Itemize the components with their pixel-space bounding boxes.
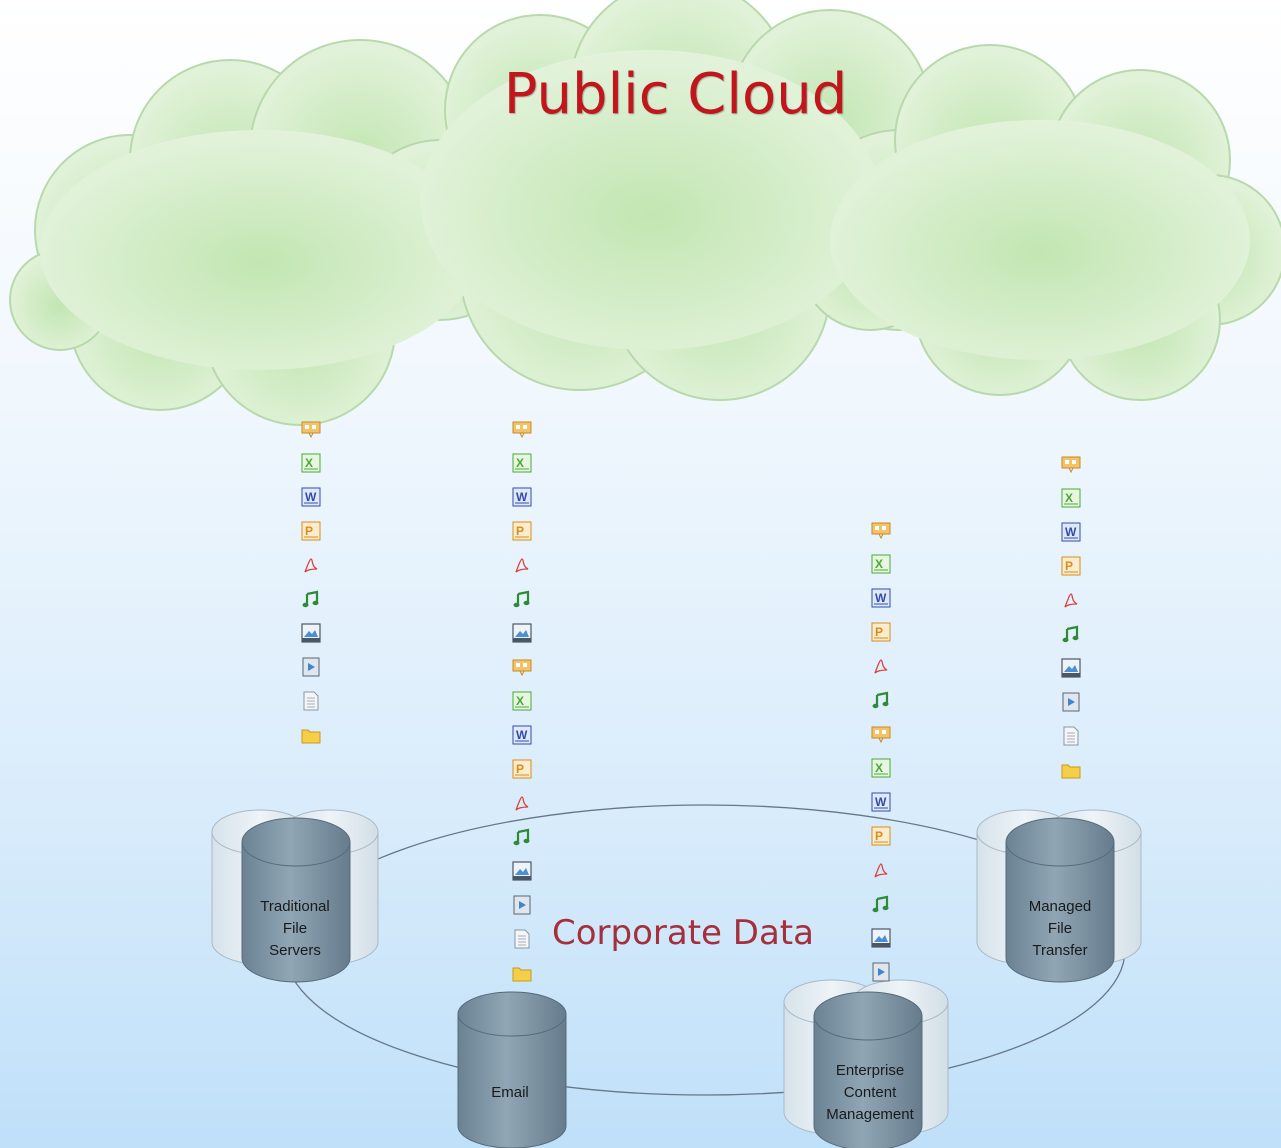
word-icon: W [871,792,891,812]
excel-icon: X [871,758,891,778]
publisher-icon: P [1061,556,1081,576]
image-icon [301,623,321,643]
excel-icon: X [871,554,891,574]
text-file-icon [1063,726,1079,746]
text-file-icon [303,691,319,711]
presentation-icon [871,726,891,744]
excel-icon: X [1061,488,1081,508]
repo-label-line: Transfer [1032,942,1088,959]
repo-label-file-servers: Traditional File Servers [245,896,345,962]
publisher-icon: P [301,521,321,541]
excel-icon: X [512,691,532,711]
svg-text:W: W [305,490,317,504]
pdf-icon [304,558,318,573]
folder-icon [301,729,321,744]
excel-icon: X [301,453,321,473]
text-file-icon [514,929,530,949]
publisher-icon: P [871,622,891,642]
svg-text:W: W [875,591,887,605]
repo-label-line: Management [826,1106,914,1123]
svg-text:W: W [516,728,528,742]
repo-label-line: Managed [1028,898,1092,915]
video-icon [872,962,890,982]
svg-text:P: P [516,762,524,776]
image-icon [512,623,532,643]
folder-icon [1061,764,1081,779]
video-icon [1062,692,1080,712]
svg-text:W: W [875,795,887,809]
file-stream-1: X W P [301,421,321,744]
music-icon [1062,625,1079,643]
presentation-icon [512,659,532,677]
music-icon [872,691,889,709]
repo-label-line: Content [843,1084,897,1101]
svg-text:X: X [516,694,524,708]
image-icon [871,928,891,948]
repo-label-line: Enterprise [835,1062,905,1079]
music-icon [302,590,319,608]
repo-file-servers-cylinder [241,817,351,983]
repo-label-mft: Managed File Transfer [1010,896,1110,962]
repo-email-cylinder [457,991,567,1148]
repo-mft-cylinder [1005,817,1115,983]
svg-text:P: P [305,524,313,538]
file-stream-4: X W P [1061,456,1081,779]
repo-label-line: Traditional [260,898,330,915]
word-icon: W [512,487,532,507]
repo-ecm-cylinder [813,991,923,1148]
svg-text:W: W [1065,525,1077,539]
pdf-icon [874,863,888,878]
pdf-icon [515,796,529,811]
repo-label-line: Servers [269,942,321,959]
svg-text:X: X [1065,491,1073,505]
corporate-data-title: Corporate Data [552,913,814,953]
presentation-icon [301,421,321,439]
pdf-icon [515,558,529,573]
svg-text:P: P [875,625,883,639]
presentation-icon [1061,456,1081,474]
video-icon [302,657,320,677]
svg-text:X: X [305,456,313,470]
presentation-icon [512,421,532,439]
word-icon: W [1061,522,1081,542]
publisher-icon: P [512,521,532,541]
publisher-icon: P [512,759,532,779]
svg-text:P: P [875,829,883,843]
word-icon: W [871,588,891,608]
pdf-icon [874,659,888,674]
repo-label-ecm: Enterprise Content Management [815,1060,925,1126]
file-stream-3: X W P X W P [871,522,891,982]
pdf-icon [1064,593,1078,608]
svg-text:X: X [875,557,883,571]
repo-label-email: Email [460,1082,560,1104]
repo-label-line: Email [491,1084,529,1101]
music-icon [513,828,530,846]
public-cloud-shape [9,0,1281,426]
svg-text:W: W [516,490,528,504]
word-icon: W [301,487,321,507]
public-cloud-title: Public Cloud [503,62,848,127]
image-icon [512,861,532,881]
music-icon [513,590,530,608]
word-icon: W [512,725,532,745]
svg-text:P: P [1065,559,1073,573]
presentation-icon [871,522,891,540]
publisher-icon: P [871,826,891,846]
svg-text:X: X [875,761,883,775]
file-stream-2: X W P X W P [512,421,532,982]
repo-label-line: File [1047,920,1073,937]
folder-icon [512,967,532,982]
repo-label-line: File [282,920,308,937]
svg-text:P: P [516,524,524,538]
svg-text:X: X [516,456,524,470]
excel-icon: X [512,453,532,473]
video-icon [513,895,531,915]
music-icon [872,895,889,913]
image-icon [1061,658,1081,678]
